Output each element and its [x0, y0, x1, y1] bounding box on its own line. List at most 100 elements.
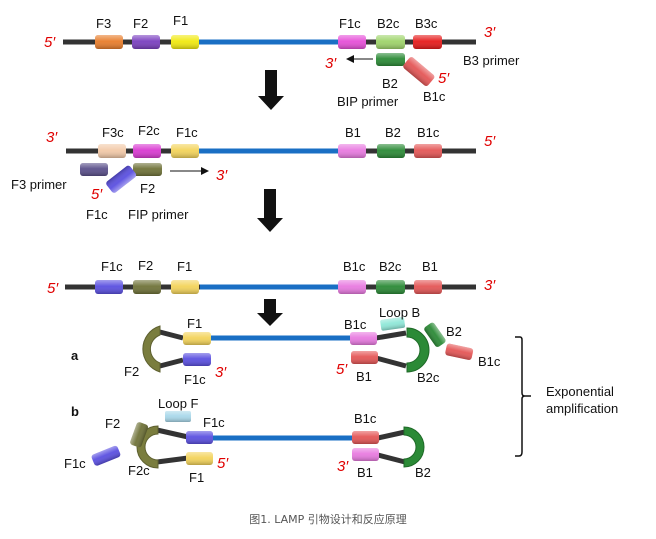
row2-primer-f1c — [106, 165, 137, 193]
row2-primer-end-3: 3′ — [216, 167, 228, 184]
row2-label-b2: B2 — [385, 125, 401, 140]
row1-label-f2: F2 — [133, 16, 148, 31]
panel-b-end-3-left: 3′ — [337, 458, 349, 475]
panel-a-loop-b2c — [406, 327, 430, 373]
row1-primer-end-5: 5′ — [438, 70, 450, 87]
panel-a-label-b2: B2 — [446, 324, 462, 339]
row2-f3-primer — [80, 163, 108, 176]
row2-right-end: 5′ — [484, 133, 496, 150]
row1-right-end: 3′ — [484, 24, 496, 41]
row1-label-b2c: B2c — [377, 16, 400, 31]
row2-label-primer-f2: F2 — [140, 181, 155, 196]
row2-segment-f2c — [133, 144, 161, 158]
row2-segment-b1c — [414, 144, 442, 158]
bracket-text-line2: amplification — [546, 401, 618, 416]
panel-b-end-5: 5′ — [217, 455, 229, 472]
panel-a-segment-f1 — [183, 332, 211, 345]
row2-segment-f3c — [98, 144, 126, 158]
panel-a-loop-b-primer — [380, 316, 406, 331]
panel-b-left-stem-top — [156, 427, 189, 440]
panel-b-label-b1c: B1c — [354, 411, 377, 426]
row3-segment-f1 — [171, 280, 199, 294]
row1-b3-primer-label: B3 primer — [463, 53, 520, 68]
panel-b-label-f1c: F1c — [203, 415, 225, 430]
row3-right-end: 3′ — [484, 277, 496, 294]
panel-a-label: a — [71, 348, 79, 363]
row3-label-b2c: B2c — [379, 259, 402, 274]
row3-left-end: 5′ — [47, 280, 59, 297]
panel-a-end-3: 3′ — [215, 364, 227, 381]
panel-b-loop-b2 — [403, 426, 425, 468]
row1-segment-f1 — [171, 35, 199, 49]
panel-a-primer-b2 — [424, 322, 446, 347]
row1-bip-primer-label: BIP primer — [337, 94, 399, 109]
panel-a-loop-f2 — [142, 325, 161, 373]
panel-a-primer-b1c — [445, 343, 474, 360]
row3-label-f1: F1 — [177, 259, 192, 274]
row3-segment-f2 — [133, 280, 161, 294]
row1-left-end: 5′ — [44, 34, 56, 51]
panel-a-right-stem-bottom — [375, 355, 407, 369]
panel-a-label-b2c: B2c — [417, 370, 440, 385]
panel-b-primer-f1c — [91, 445, 121, 466]
panel-a-label-b1: B1 — [356, 369, 372, 384]
row1-segment-f2 — [132, 35, 160, 49]
panel-a-label-b1c-primer: B1c — [478, 354, 501, 369]
panel-a-end-5: 5′ — [336, 361, 348, 378]
row1-label-primer-b1c: B1c — [423, 89, 446, 104]
row2-f3-primer-label: F3 primer — [11, 177, 67, 192]
panel-b-right-stem-bottom — [377, 452, 406, 465]
row1-segment-b2c — [376, 35, 405, 49]
row3-label-f2: F2 — [138, 258, 153, 273]
panel-b-segment-f1c — [186, 431, 213, 444]
row2-segment-b2 — [377, 144, 405, 158]
row2-primer-f2 — [133, 163, 162, 176]
row1-segment-b3c — [413, 35, 442, 49]
panel-b-segment-f1 — [186, 452, 213, 465]
panel-a-label-f2: F2 — [124, 364, 139, 379]
row2-segment-b1 — [338, 144, 366, 158]
panel-b-primer-f2 — [130, 422, 149, 448]
panel-a-label-f1c: F1c — [184, 372, 206, 387]
row1-label-f1c: F1c — [339, 16, 361, 31]
panel-b-segment-b1c — [352, 431, 379, 444]
row2-label-f3c: F3c — [102, 125, 124, 140]
figure-caption: 图1. LAMP 引物设计和反应原理 — [249, 513, 407, 526]
row2-label-primer-f1c: F1c — [86, 207, 108, 222]
row2-label-f2c: F2c — [138, 123, 160, 138]
row1-label-f3: F3 — [96, 16, 111, 31]
panel-a-segment-f1c — [183, 353, 211, 366]
panel-a-segment-b1c — [350, 332, 377, 345]
row3-label-b1: B1 — [422, 259, 438, 274]
row2-label-f1c: F1c — [176, 125, 198, 140]
panel-b-label-loop-f: Loop F — [158, 396, 199, 411]
row2-segment-f1c — [171, 144, 199, 158]
row3-label-b1c: B1c — [343, 259, 366, 274]
panel-b-label-b1: B1 — [357, 465, 373, 480]
row2-label-b1c: B1c — [417, 125, 440, 140]
row2-primer-end-5: 5′ — [91, 186, 103, 203]
panel-b-right-stem-top — [377, 429, 406, 441]
row3-segment-b1 — [414, 280, 442, 294]
down-arrow-3-icon — [257, 299, 283, 326]
row1-segment-f1c — [338, 35, 366, 49]
panel-b-label-f2c: F2c — [128, 463, 150, 478]
panel-b-label-f2: F2 — [105, 416, 120, 431]
row2-label-b1: B1 — [345, 125, 361, 140]
panel-b-segment-b1 — [352, 448, 379, 461]
panel-a-label-loop-b: Loop B — [379, 305, 420, 320]
bracket-text-line1: Exponential — [546, 384, 614, 399]
row1-primer-end-3: 3′ — [325, 55, 337, 72]
row3-segment-f1c — [95, 280, 123, 294]
panel-b-label-f1c-primer: F1c — [64, 456, 86, 471]
row1-label-b3c: B3c — [415, 16, 438, 31]
panel-b-label-b2: B2 — [415, 465, 431, 480]
panel-a-label-b1c: B1c — [344, 317, 367, 332]
row1-segment-f3 — [95, 35, 123, 49]
row1-primer-b1c — [403, 57, 435, 86]
panel-a-segment-b1 — [351, 351, 378, 364]
amplification-bracket — [515, 336, 531, 457]
panel-b-label: b — [71, 404, 79, 419]
panel-a-right-stem-top — [375, 330, 407, 341]
